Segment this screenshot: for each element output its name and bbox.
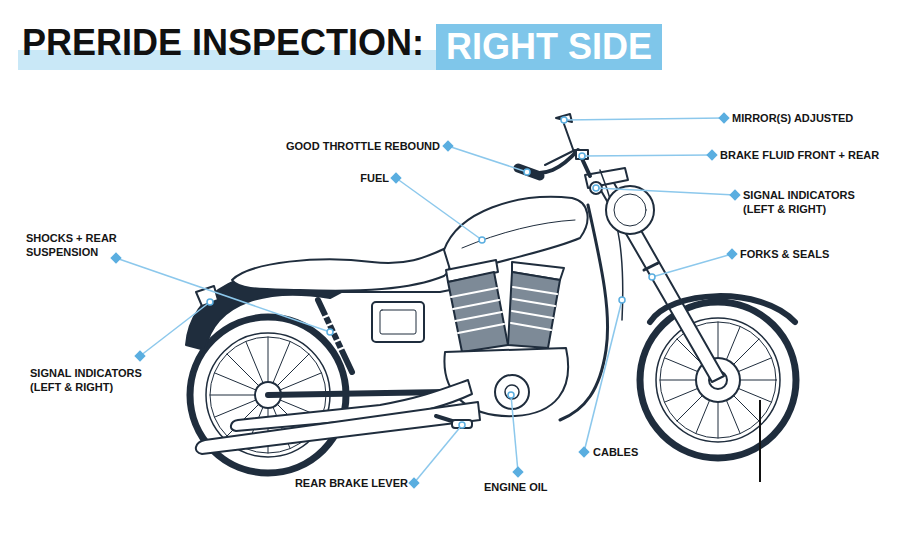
headlight-lens bbox=[614, 194, 646, 226]
diagram-title: PRERIDE INSPECTION: bbox=[22, 22, 424, 64]
leader-diamond bbox=[442, 140, 453, 151]
callout-label: BRAKE FLUID FRONT + REAR bbox=[720, 148, 879, 162]
lower-exhaust bbox=[196, 402, 480, 454]
edge-mark bbox=[759, 400, 761, 482]
leader-end bbox=[327, 329, 333, 335]
rear-shock bbox=[318, 300, 352, 372]
leader-line bbox=[396, 178, 482, 240]
front-cylinder bbox=[508, 272, 560, 348]
leader-end bbox=[459, 422, 465, 428]
rear-cylinder-fins bbox=[451, 288, 504, 333]
callout-label: REAR BRAKE LEVER bbox=[295, 476, 408, 490]
callout-label: GOOD THROTTLE REBOUND bbox=[286, 139, 440, 153]
brake-reservoir bbox=[576, 150, 588, 159]
callout-label: SIGNAL INDICATORS (LEFT & RIGHT) bbox=[743, 188, 883, 216]
throttle-grip bbox=[518, 168, 540, 176]
foot-peg bbox=[452, 420, 472, 428]
leader-diamonds bbox=[110, 112, 740, 488]
leader-diamond bbox=[512, 466, 523, 477]
leader-diamond bbox=[390, 172, 401, 183]
leader-end bbox=[508, 392, 514, 398]
leader-end bbox=[649, 274, 655, 280]
leader-line bbox=[414, 425, 462, 483]
leader-end bbox=[207, 299, 213, 305]
leader-diamond bbox=[134, 350, 145, 361]
callout-label: SHOCKS + REAR SUSPENSION bbox=[26, 231, 136, 259]
callout-label: ENGINE OIL bbox=[484, 480, 548, 494]
brake-lever bbox=[545, 150, 575, 165]
leader-diamond bbox=[408, 477, 419, 488]
headlight bbox=[606, 186, 654, 234]
frame-rail bbox=[300, 286, 470, 292]
shock-spring bbox=[322, 312, 352, 350]
callout-label: FORKS & SEALS bbox=[740, 247, 829, 261]
callout-label: CABLES bbox=[593, 445, 638, 459]
leader-diamond bbox=[706, 149, 717, 160]
leader-ends bbox=[207, 117, 655, 428]
leader-end bbox=[593, 185, 599, 191]
seat bbox=[232, 248, 450, 291]
tank-line bbox=[462, 220, 575, 248]
callout-label: MIRROR(S) ADJUSTED bbox=[732, 111, 853, 125]
front-cylinder-fins bbox=[511, 287, 557, 330]
mirror-head bbox=[556, 114, 572, 122]
leader-line bbox=[116, 258, 330, 332]
leader-end bbox=[479, 237, 485, 243]
leader-diamond bbox=[729, 189, 740, 200]
leader-lines bbox=[116, 118, 735, 483]
leader-end bbox=[619, 297, 625, 303]
leader-diamond bbox=[718, 112, 729, 123]
fork-seal bbox=[644, 263, 658, 270]
callout-label: SIGNAL INDICATORS (LEFT & RIGHT) bbox=[30, 366, 165, 394]
leader-line bbox=[582, 155, 712, 156]
leader-line bbox=[448, 146, 527, 172]
rear-cylinder bbox=[448, 272, 508, 352]
swingarm bbox=[268, 392, 445, 395]
leader-end bbox=[579, 153, 585, 159]
title-tag: RIGHT SIDE bbox=[436, 24, 662, 70]
leader-line bbox=[652, 254, 732, 277]
leader-line bbox=[140, 302, 210, 356]
leader-line bbox=[511, 395, 518, 472]
leader-line bbox=[596, 188, 735, 195]
leader-diamond bbox=[110, 252, 121, 263]
callout-label: FUEL bbox=[360, 171, 389, 185]
side-cover bbox=[372, 302, 424, 342]
motorcycle bbox=[186, 114, 796, 473]
front-fork bbox=[596, 176, 724, 382]
side-cover-inset bbox=[380, 310, 416, 334]
leader-diamond bbox=[726, 248, 737, 259]
leader-diamond bbox=[578, 446, 589, 457]
front-fender bbox=[650, 296, 795, 322]
leader-line bbox=[564, 118, 724, 120]
leader-end bbox=[524, 169, 530, 175]
engine-cover-center bbox=[505, 385, 519, 399]
mirror-stem bbox=[564, 124, 574, 152]
leader-line bbox=[584, 300, 622, 452]
leader-end bbox=[561, 117, 567, 123]
